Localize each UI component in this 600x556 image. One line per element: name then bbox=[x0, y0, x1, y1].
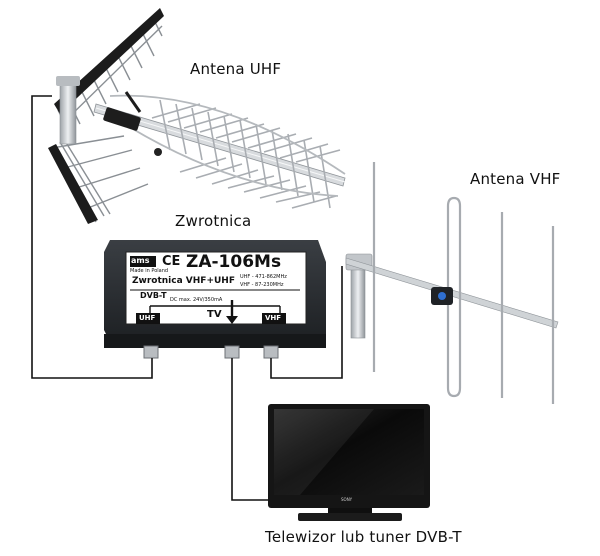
splitter-ports bbox=[143, 345, 279, 359]
splitter-name: Zwrotnica VHF+UHF bbox=[132, 276, 235, 286]
tv-brand: SONY bbox=[341, 497, 353, 502]
wire-tv bbox=[231, 358, 268, 501]
splitter-port-uhf-label: UHF bbox=[139, 314, 156, 322]
label-tv: Telewizor lub tuner DVB-T bbox=[265, 528, 462, 546]
splitter-brand: ams bbox=[131, 256, 150, 265]
label-splitter: Zwrotnica bbox=[175, 212, 252, 230]
splitter-port-vhf-label: VHF bbox=[265, 314, 282, 322]
tv-device bbox=[268, 404, 430, 521]
uhf-directors bbox=[151, 99, 341, 209]
splitter-dc-note: DC max. 24V/350mA bbox=[170, 297, 223, 303]
wire-vhf bbox=[270, 266, 343, 379]
wire-uhf bbox=[31, 95, 153, 379]
splitter-port-tv-label: TV bbox=[207, 309, 222, 320]
label-vhf-antenna: Antena VHF bbox=[470, 170, 561, 188]
splitter-standard: DVB-T bbox=[140, 291, 167, 300]
vhf-antenna bbox=[345, 162, 559, 404]
label-uhf-antenna: Antena UHF bbox=[190, 60, 282, 78]
splitter-made-in: Made in Poland bbox=[130, 268, 169, 274]
splitter-vhf-range: VHF - 87-230MHz bbox=[240, 282, 284, 288]
splitter-uhf-range: UHF - 471-862MHz bbox=[240, 274, 287, 280]
connection-wires bbox=[31, 95, 343, 501]
splitter-ce-mark: CE bbox=[162, 254, 181, 269]
splitter-device bbox=[104, 240, 326, 359]
splitter-model: ZA-106Ms bbox=[186, 252, 282, 272]
uhf-antenna bbox=[48, 8, 346, 224]
